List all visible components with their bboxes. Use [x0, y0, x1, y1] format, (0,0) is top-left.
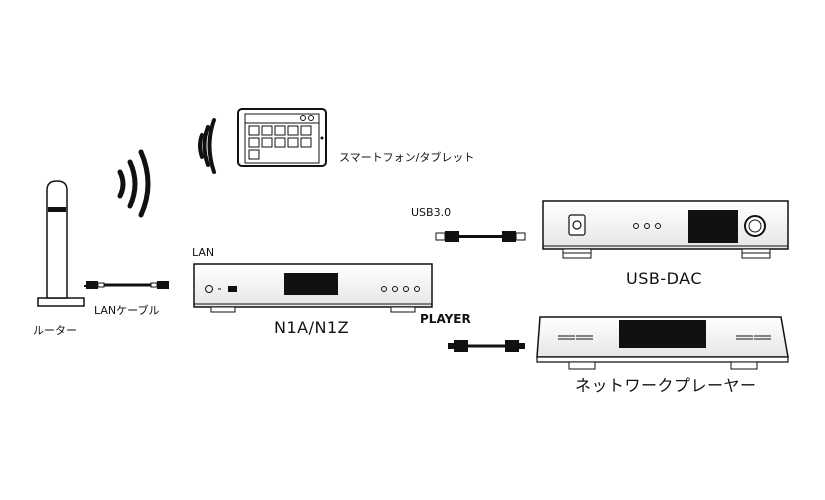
player-label: PLAYER	[420, 312, 471, 326]
router-label: ルーター	[33, 324, 77, 337]
lan-cable-icon	[84, 281, 169, 289]
usb30-label: USB3.0	[411, 206, 452, 219]
lan-cable-label: LANケーブル	[94, 304, 160, 317]
smartphone-label: スマートフォン/タブレット	[339, 151, 475, 164]
wifi-waves-icon-lower	[117, 149, 151, 218]
lan-label: LAN	[192, 246, 215, 259]
usb-cable-icon	[435, 231, 526, 242]
network-player-device	[536, 316, 789, 370]
usb-dac-label: USB-DAC	[626, 269, 702, 288]
n1-label: N1A/N1Z	[274, 318, 350, 337]
usb-dac-device	[542, 200, 789, 259]
router-icon	[37, 180, 85, 307]
tablet-icon	[237, 108, 327, 167]
network-player-label: ネットワークプレーヤー	[575, 376, 757, 395]
player-cable-icon	[448, 340, 525, 352]
n1-device	[193, 263, 433, 313]
wifi-waves-icon-upper	[198, 118, 216, 174]
